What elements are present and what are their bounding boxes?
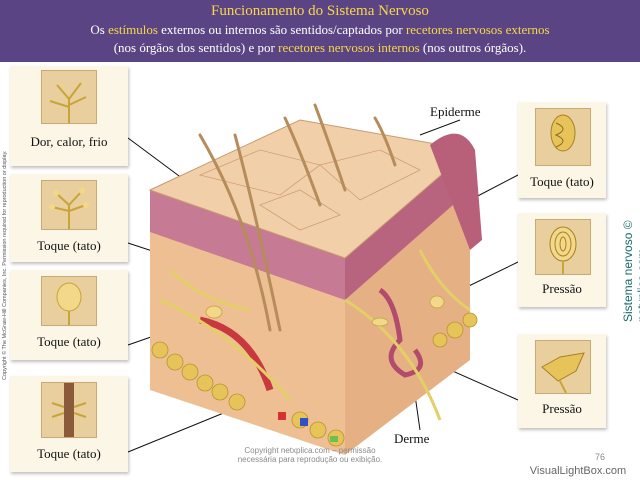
receptor-card-pressao-1: Pressão	[518, 213, 606, 307]
epidermis-right-band	[345, 150, 470, 300]
nerve	[159, 298, 292, 401]
receptor	[429, 295, 445, 309]
header-banner: Funcionamento do Sistema Nervoso Os estí…	[0, 0, 640, 62]
slide-title: Funcionamento do Sistema Nervoso	[211, 3, 429, 19]
footer-copyright: Copyright netxplica.com – permissão nece…	[215, 446, 405, 464]
subtitle-line-1: Os estímulos externos ou internos são se…	[0, 22, 640, 38]
nerve	[344, 298, 442, 421]
hair	[313, 103, 347, 192]
subtitle-text: Os	[90, 22, 109, 37]
receptor-card-pressao-2: Pressão	[518, 334, 606, 428]
highlight-recetores-internos: recetores nervosos internos	[278, 40, 420, 55]
highlight-estimulos: estímulos	[108, 22, 158, 37]
card-label: Toque (tato)	[37, 238, 101, 253]
receptor-card-dor: Dor, calor, frio	[10, 66, 128, 166]
receptor-card-toque-3: Toque (tato)	[10, 376, 128, 472]
hairs	[198, 103, 397, 332]
card-label: Pressão	[542, 401, 582, 416]
free-nerve-endings-image	[41, 70, 97, 124]
footer-copyright-line: necessária para reprodução ou exibição.	[237, 455, 383, 464]
nerve-fibers	[159, 249, 471, 421]
page-number: 76	[594, 452, 605, 462]
meissner-corpuscle-image	[41, 276, 97, 326]
vessel-end-blue	[300, 418, 308, 426]
receptor-card-toque-right: Toque (tato)	[518, 102, 606, 198]
sweat-gland	[378, 287, 424, 378]
dermis-right-face	[345, 150, 470, 455]
watermark: VisualLightBox.com	[529, 465, 627, 477]
nerve	[418, 249, 471, 312]
subtitle-line-2: (nos órgãos dos sentidos) e por recetore…	[0, 40, 640, 56]
hair	[373, 116, 397, 167]
subtitle-text: (nos outros órgãos).	[419, 40, 527, 55]
subtitle-text: externos ou internos são sentidos/captad…	[157, 22, 406, 37]
connector-line	[419, 119, 461, 136]
pacinian-corpuscle-image	[535, 219, 591, 275]
receptors	[205, 295, 445, 327]
epidermis-fold	[430, 133, 482, 250]
receptor-card-toque-1: Toque (tato)	[10, 174, 128, 262]
card-label: Toque (tato)	[530, 174, 594, 189]
receptor-card-toque-2: Toque (tato)	[10, 270, 128, 360]
vessel-end-green	[330, 436, 338, 442]
label-epiderme: Epiderme	[430, 104, 481, 119]
card-label: Toque (tato)	[37, 334, 101, 349]
footer-copyright-line: Copyright netxplica.com – permissão	[244, 446, 376, 455]
subtitle-text: (nos órgãos dos sentidos) e por	[113, 40, 279, 55]
nerve	[168, 268, 251, 312]
card-label: Pressão	[542, 281, 582, 296]
blood-vessel	[199, 316, 274, 392]
highlight-recetores-externos: recetores nervosos externos	[405, 22, 550, 37]
hair	[283, 116, 322, 207]
ruffini-ending-image	[535, 340, 591, 394]
card-label: Toque (tato)	[37, 446, 101, 461]
meissner-corpuscle-image	[535, 108, 591, 166]
hair-follicle-receptor-image	[41, 382, 97, 438]
hair	[198, 133, 272, 332]
label-derme: Derme	[394, 431, 430, 446]
hair	[233, 133, 282, 332]
card-label: Dor, calor, frio	[30, 134, 108, 149]
fat-globules	[151, 312, 478, 447]
merkel-disc-image	[41, 180, 97, 230]
receptor	[205, 305, 223, 319]
vessel-end-red	[278, 412, 286, 420]
receptor	[371, 317, 389, 327]
